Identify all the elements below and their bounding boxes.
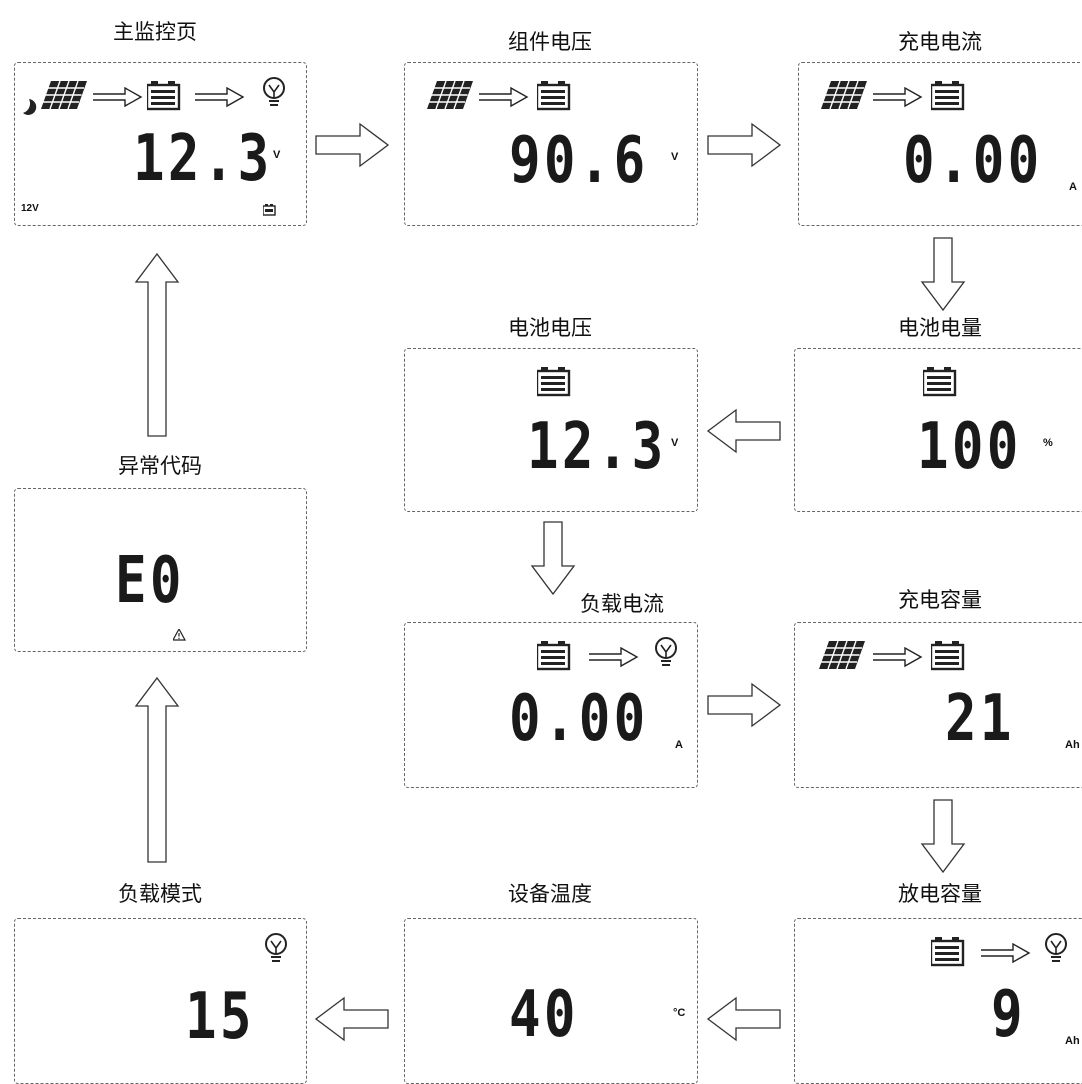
panel-value-load-current: 0.00: [509, 682, 649, 756]
panel-value-error-code: E0: [115, 544, 185, 618]
flow-arrow-right: [707, 682, 782, 728]
panel-value-charge-capacity: 21: [945, 682, 1015, 756]
panel-unit-discharge-capacity: Ah: [1065, 1035, 1080, 1047]
panel-unit-load-current: A: [675, 739, 683, 751]
flow-arrow-down: [530, 521, 576, 596]
panel-value-discharge-capacity: 9: [991, 978, 1026, 1052]
panel-pv-voltage: 90.6 V: [404, 62, 698, 226]
panel-title-load-mode: 负载模式: [118, 882, 202, 906]
battery-icon: [537, 367, 571, 397]
arrow-icon: [195, 87, 244, 107]
bulb-icon: [265, 933, 287, 962]
panel-battery-soc: 100 %: [794, 348, 1082, 512]
panel-value-battery-voltage: 12.3: [527, 410, 667, 484]
solar-panel-icon: [821, 81, 868, 110]
flow-arrow-left: [706, 408, 781, 454]
bulb-icon: [1045, 933, 1067, 962]
panel-unit-battery-soc: %: [1043, 437, 1053, 449]
battery-icon: [537, 641, 571, 671]
panel-title-battery-soc: 电池电量: [898, 316, 982, 340]
panel-title-device-temperature: 设备温度: [508, 882, 592, 906]
panel-value-pv-voltage: 90.6: [509, 124, 649, 198]
battery-icon: [537, 81, 571, 111]
arrow-icon: [479, 87, 528, 107]
panel-title-charge-current: 充电电流: [898, 30, 982, 54]
panel-unit-main-monitor: V: [273, 149, 281, 161]
panel-value-device-temperature: 40: [509, 978, 579, 1052]
panel-unit-charge-capacity: Ah: [1065, 739, 1080, 751]
arrow-icon: [589, 647, 638, 667]
panel-main-monitor: 12.3 V 12V: [14, 62, 307, 226]
panel-load-current: 0.00 A: [404, 622, 698, 788]
flow-arrow-down: [920, 799, 966, 874]
flow-arrow-right: [707, 122, 782, 168]
panel-value-load-mode: 15: [185, 980, 255, 1054]
panel-value-main-monitor: 12.3: [133, 122, 273, 196]
flow-arrow-right: [315, 122, 390, 168]
panel-title-charge-capacity: 充电容量: [898, 588, 982, 612]
moon-icon: [23, 99, 37, 115]
flow-arrow-up: [134, 676, 180, 863]
battery-icon: [931, 937, 965, 967]
flow-arrow-left: [706, 996, 781, 1042]
panel-value-charge-current: 0.00: [903, 124, 1043, 198]
arrow-icon: [873, 647, 922, 667]
panel-unit-device-temperature: °C: [673, 1007, 686, 1019]
battery-icon: [923, 367, 957, 397]
panel-error-code: E0: [14, 488, 307, 652]
panel-title-discharge-capacity: 放电容量: [898, 882, 982, 906]
panel-unit-battery-voltage: V: [671, 437, 679, 449]
panel-title-battery-voltage: 电池电压: [508, 316, 592, 340]
battery-small-icon: [263, 204, 276, 216]
panel-value-battery-soc: 100: [917, 410, 1022, 484]
panel-load-mode: 15: [14, 918, 307, 1084]
flow-arrow-down: [920, 237, 966, 312]
solar-panel-icon: [427, 81, 474, 110]
panel-charge-capacity: 21 Ah: [794, 622, 1082, 788]
arrow-icon: [873, 87, 922, 107]
panel-title-load-current: 负载电流: [580, 592, 664, 616]
panel-device-temperature: 40 °C: [404, 918, 698, 1084]
panel-discharge-capacity: 9 Ah: [794, 918, 1082, 1084]
panel-title-error-code: 异常代码: [118, 454, 202, 478]
battery-icon: [931, 641, 965, 671]
system-voltage-label: 12V: [21, 203, 39, 214]
solar-panel-icon: [41, 81, 88, 110]
flow-arrow-up: [134, 252, 180, 437]
panel-unit-charge-current: A: [1069, 181, 1077, 193]
arrow-icon: [981, 943, 1030, 963]
flow-arrow-left: [314, 996, 389, 1042]
bulb-icon: [263, 77, 285, 106]
panel-title-main-monitor: 主监控页: [113, 20, 197, 44]
arrow-icon: [93, 87, 142, 107]
panel-unit-pv-voltage: V: [671, 151, 679, 163]
solar-panel-icon: [819, 641, 866, 670]
panel-charge-current: 0.00 A: [798, 62, 1082, 226]
battery-icon: [931, 81, 965, 111]
warning-icon: [173, 629, 186, 641]
bulb-icon: [655, 637, 677, 666]
panel-title-pv-voltage: 组件电压: [508, 30, 592, 54]
battery-icon: [147, 81, 181, 111]
panel-battery-voltage: 12.3 V: [404, 348, 698, 512]
